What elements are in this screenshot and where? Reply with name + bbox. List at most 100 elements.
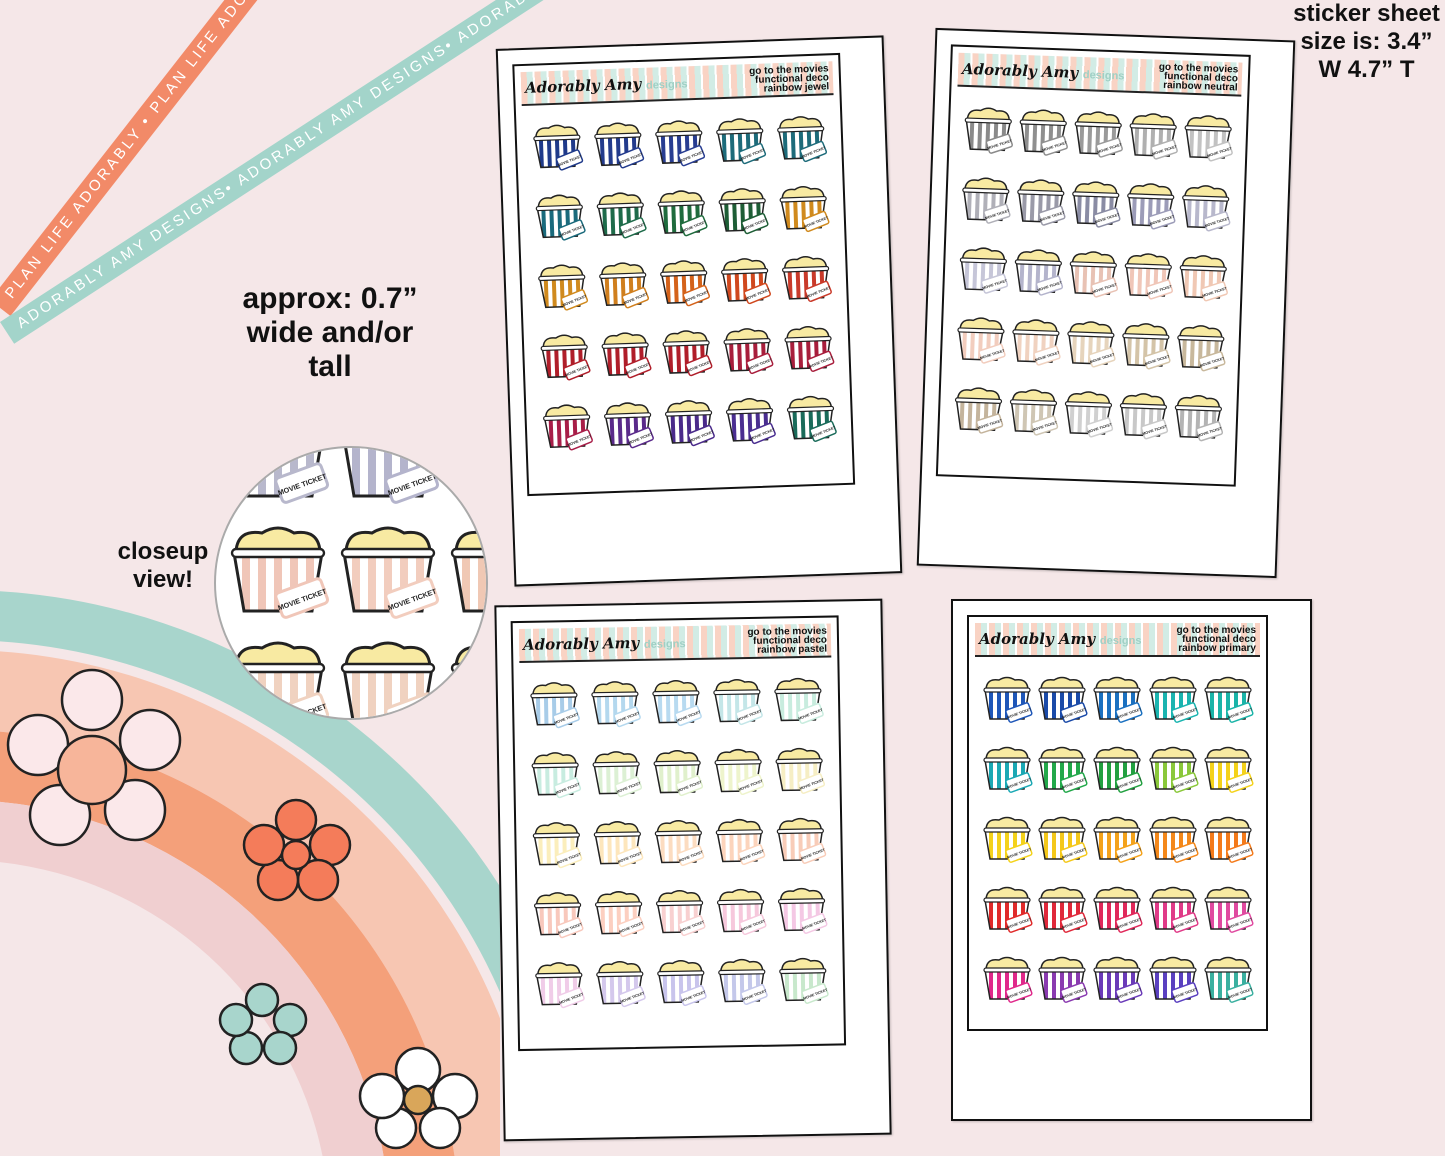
popcorn-sticker: MOVIE TICKET	[1126, 111, 1180, 163]
popcorn-sticker: MOVIE TICKET	[650, 678, 703, 729]
popcorn-sticker: MOVIE TICKET	[528, 680, 581, 731]
ticket-text: MOVIE TICKET	[1152, 144, 1178, 156]
popcorn-sticker: MOVIE TICKET	[651, 748, 704, 799]
brand-logo: Adorably Amy designs	[961, 59, 1125, 83]
popcorn-sticker: MOVIE TICKET	[533, 960, 586, 1011]
popcorn-sticker: MOVIE TICKET	[1147, 815, 1199, 865]
popcorn-sticker: MOVIE TICKET	[1064, 319, 1118, 371]
popcorn-sticker: MOVIE TICKET	[1176, 252, 1230, 304]
popcorn-sticker: MOVIE TICKET	[771, 676, 824, 727]
popcorn-sticker: MOVIE TICKET	[772, 746, 825, 797]
popcorn-sticker: MOVIE TICKET	[657, 258, 711, 310]
popcorn-sticker-closeup: MOVIE TICKET	[446, 448, 486, 513]
popcorn-sticker: MOVIE TICKET	[723, 395, 777, 447]
popcorn-sticker-closeup: MOVIE TICKET	[446, 523, 486, 628]
popcorn-sticker: MOVIE TICKET	[532, 890, 585, 941]
size-approx-label: approx: 0.7” wide and/or tall	[242, 282, 418, 383]
ticket-text: MOVIE TICKET	[1089, 352, 1115, 364]
popcorn-sticker: MOVIE TICKET	[781, 323, 835, 375]
popcorn-sticker: MOVIE TICKET	[981, 815, 1033, 865]
popcorn-sticker: MOVIE TICKET	[1147, 745, 1199, 795]
popcorn-sticker: MOVIE TICKET	[1091, 675, 1143, 725]
sheet-title: go to the movies functional deco rainbow…	[1158, 61, 1239, 93]
popcorn-sticker: MOVIE TICKET	[655, 958, 708, 1009]
popcorn-sticker: MOVIE TICKET	[652, 818, 705, 869]
popcorn-sticker: MOVIE TICKET	[1036, 955, 1088, 1005]
popcorn-sticker: MOVIE TICKET	[1013, 177, 1067, 229]
ticket-text: MOVIE TICKET	[1097, 142, 1123, 154]
popcorn-sticker: MOVIE TICKET	[1202, 675, 1254, 725]
popcorn-sticker: MOVIE TICKET	[1016, 107, 1070, 159]
popcorn-sticker: MOVIE TICKET	[1091, 815, 1143, 865]
popcorn-sticker: MOVIE TICKET	[1147, 885, 1199, 935]
popcorn-sticker: MOVIE TICKET	[1006, 387, 1060, 439]
ticket-text: MOVIE TICKET	[1205, 216, 1231, 228]
popcorn-sticker-closeup: MOVIE TICKET	[226, 523, 336, 628]
popcorn-sticker: MOVIE TICKET	[720, 325, 774, 377]
popcorn-sticker: MOVIE TICKET	[538, 332, 592, 384]
popcorn-sticker: MOVIE TICKET	[593, 889, 646, 940]
ticket-text: MOVIE TICKET	[1037, 280, 1063, 292]
ticket-text: MOVIE TICKET	[1147, 284, 1173, 296]
popcorn-sticker: MOVIE TICKET	[596, 260, 650, 312]
sheet-title: go to the movies functional deco rainbow…	[1176, 624, 1256, 654]
popcorn-sticker: MOVIE TICKET	[1119, 321, 1173, 373]
ticket-text: MOVIE TICKET	[1094, 212, 1120, 224]
ticket-text: MOVIE TICKET	[1150, 214, 1176, 226]
popcorn-sticker: MOVIE TICKET	[1069, 179, 1123, 231]
popcorn-sticker: MOVIE TICKET	[713, 116, 767, 168]
popcorn-sticker: MOVIE TICKET	[956, 245, 1010, 297]
popcorn-sticker: MOVIE TICKET	[953, 315, 1007, 367]
popcorn-sticker: MOVIE TICKET	[1091, 885, 1143, 935]
ticket-text: MOVIE TICKET	[984, 209, 1010, 221]
popcorn-sticker: MOVIE TICKET	[1202, 885, 1254, 935]
popcorn-sticker: MOVIE TICKET	[951, 385, 1005, 437]
popcorn-sticker: MOVIE TICKET	[1147, 675, 1199, 725]
ticket-text: MOVIE TICKET	[1202, 286, 1228, 298]
popcorn-sticker-closeup: MOVIE TICKET	[336, 448, 446, 513]
popcorn-sticker: MOVIE TICKET	[1179, 183, 1233, 235]
ticket-text: MOVIE TICKET	[1087, 422, 1113, 434]
popcorn-sticker: MOVIE TICKET	[1202, 815, 1254, 865]
ticket-text: MOVIE TICKET	[1039, 210, 1065, 222]
popcorn-sticker: MOVIE TICKET	[981, 675, 1033, 725]
sheet-title: go to the movies functional deco rainbow…	[749, 62, 830, 95]
popcorn-sticker: MOVIE TICKET	[958, 175, 1012, 227]
ticket-text: MOVIE TICKET	[1197, 426, 1223, 438]
popcorn-sticker: MOVIE TICKET	[1071, 109, 1125, 161]
closeup-label: closeup view!	[117, 538, 209, 593]
popcorn-sticker: MOVIE TICKET	[981, 885, 1033, 935]
popcorn-sticker: MOVIE TICKET	[776, 956, 829, 1007]
popcorn-sticker: MOVIE TICKET	[592, 120, 646, 172]
sheet-title: go to the movies functional deco rainbow…	[747, 625, 828, 656]
popcorn-sticker-closeup: MOVIE TICKET	[336, 523, 446, 628]
popcorn-sticker: MOVIE TICKET	[710, 677, 763, 728]
ticket-text: MOVIE TICKET	[1200, 356, 1226, 368]
popcorn-sticker: MOVIE TICKET	[1147, 955, 1199, 1005]
popcorn-sticker: MOVIE TICKET	[1061, 389, 1115, 441]
ticket-text: MOVIE TICKET	[982, 278, 1008, 290]
ticket-text: MOVIE TICKET	[1092, 282, 1118, 294]
ticket-text: MOVIE TICKET	[1142, 424, 1168, 436]
ticket-text: MOVIE TICKET	[1034, 350, 1060, 362]
ticket-text: MOVIE TICKET	[1207, 146, 1233, 158]
popcorn-sticker: MOVIE TICKET	[1011, 247, 1065, 299]
popcorn-sticker: MOVIE TICKET	[774, 113, 828, 165]
popcorn-sticker: MOVIE TICKET	[594, 190, 648, 242]
popcorn-sticker: MOVIE TICKET	[712, 747, 765, 798]
closeup-view: MOVIE TICKET MOVIE TICKET MOVIE TICKET M…	[214, 446, 488, 720]
popcorn-sticker: MOVIE TICKET	[529, 750, 582, 801]
popcorn-sticker: MOVIE TICKET	[660, 328, 714, 380]
popcorn-sticker: MOVIE TICKET	[655, 188, 709, 240]
popcorn-sticker: MOVIE TICKET	[775, 886, 828, 937]
popcorn-sticker: MOVIE TICKET	[776, 183, 830, 235]
popcorn-sticker: MOVIE TICKET	[1174, 322, 1228, 374]
popcorn-sticker: MOVIE TICKET	[590, 749, 643, 800]
popcorn-sticker-closeup: MOVIE TICKET	[226, 448, 336, 513]
popcorn-sticker: MOVIE TICKET	[1091, 745, 1143, 795]
popcorn-sticker: MOVIE TICKET	[662, 398, 716, 450]
ticket-text: MOVIE TICKET	[1042, 140, 1068, 152]
popcorn-sticker: MOVIE TICKET	[1202, 745, 1254, 795]
ticket-text: MOVIE TICKET	[979, 348, 1005, 360]
